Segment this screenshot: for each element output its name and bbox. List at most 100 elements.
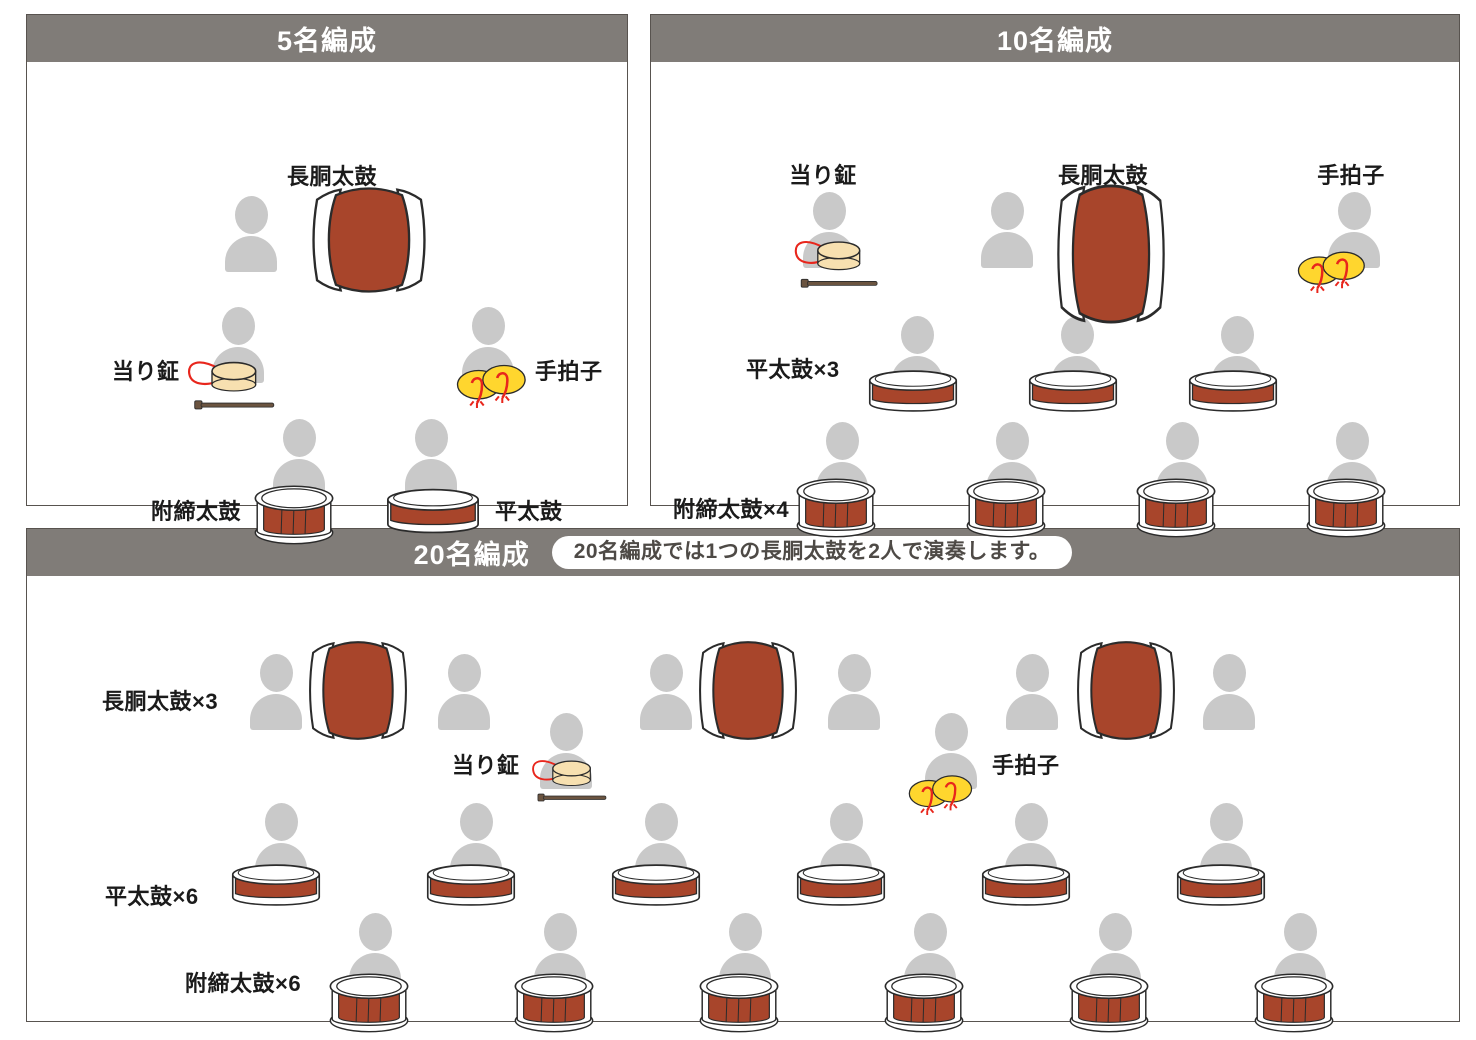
panel-header-formation-5: 5名編成 [27, 15, 627, 62]
performer-head [1098, 913, 1132, 951]
performer-head [812, 192, 846, 230]
panel-title: 10名編成 [996, 26, 1114, 56]
performer-body [225, 236, 277, 272]
label-hira-daiko: 平太鼓×3 [746, 357, 840, 382]
hira-daiko-icon [425, 859, 517, 911]
nagado-daiko-icon [307, 638, 409, 743]
performer-body [828, 694, 880, 730]
performer-head [1212, 654, 1246, 692]
label-tsukeshime-daiko: 附締太鼓×6 [185, 971, 302, 996]
atarigane-icon [789, 225, 885, 295]
performer-head [459, 803, 493, 841]
nagado-daiko-icon [1075, 638, 1177, 743]
label-atarigane: 当り鉦 [789, 163, 857, 188]
performer-figure [1006, 654, 1058, 730]
tsukeshime-daiko-icon [1063, 964, 1155, 1036]
performer-head [1283, 913, 1317, 951]
performer-figure [250, 654, 302, 730]
panel-formation-20: 20名編成 20名編成では1つの長胴太鼓を2人で演奏します。 [26, 528, 1460, 1033]
performer-head [221, 307, 255, 345]
performer-head [1220, 316, 1254, 354]
panel-header-formation-20: 20名編成 20名編成では1つの長胴太鼓を2人で演奏します。 [27, 529, 1459, 576]
performer-head [728, 913, 762, 951]
performer-head [471, 307, 505, 345]
nagado-daiko-icon [1055, 180, 1167, 328]
performer-figure [405, 419, 457, 495]
hira-daiko-icon [230, 859, 322, 911]
label-atarigane: 当り鉦 [112, 359, 180, 384]
atarigane-icon [182, 345, 282, 417]
performer-head [1015, 654, 1049, 692]
tsukeshime-daiko-icon [1130, 469, 1222, 541]
tsukeshime-daiko-icon [248, 476, 340, 548]
performer-head [1209, 803, 1243, 841]
tsukeshime-daiko-icon [323, 964, 415, 1036]
hira-daiko-icon [610, 859, 702, 911]
panel-header-formation-10: 10名編成 [651, 15, 1459, 62]
hira-daiko-icon [1175, 859, 1267, 911]
label-nagado-daiko: 長胴太鼓 [1057, 163, 1149, 188]
tsukeshime-daiko-icon [508, 964, 600, 1036]
label-tebyoshi: 手拍子 [535, 359, 603, 384]
performer-head [259, 654, 293, 692]
label-hira-daiko: 平太鼓 [495, 499, 563, 524]
performer-head [1014, 803, 1048, 841]
panel-formation-5: 5名編成 長胴太鼓当り鉦 手拍子附締太鼓 平太鼓 [26, 14, 628, 545]
performer-head [649, 654, 683, 692]
performer-figure [438, 654, 490, 730]
label-tsukeshime-daiko: 附締太鼓×4 [673, 497, 790, 522]
performer-head [934, 713, 968, 751]
label-hira-daiko: 平太鼓×6 [105, 884, 199, 909]
tebyoshi-icon [455, 358, 531, 408]
performer-body [250, 694, 302, 730]
performer-head [1165, 422, 1199, 460]
tsukeshime-daiko-icon [1248, 964, 1340, 1036]
nagado-daiko-icon [697, 638, 799, 743]
performer-figure [640, 654, 692, 730]
performer-head [264, 803, 298, 841]
performer-body [1006, 694, 1058, 730]
hira-daiko-icon [867, 365, 959, 417]
performer-body [640, 694, 692, 730]
performer-head [543, 913, 577, 951]
performer-head [1337, 192, 1371, 230]
hira-daiko-icon [385, 483, 481, 539]
tebyoshi-icon [907, 769, 977, 815]
performer-head [990, 192, 1024, 230]
performer-figure [1203, 654, 1255, 730]
panel-note-badge: 20名編成では1つの長胴太鼓を2人で演奏します。 [551, 536, 1073, 569]
performer-body [981, 232, 1033, 268]
panel-formation-10: 10名編成 [650, 14, 1460, 538]
performer-head [282, 419, 316, 457]
tsukeshime-daiko-icon [1300, 469, 1392, 541]
performer-head [995, 422, 1029, 460]
performer-head [447, 654, 481, 692]
performer-head [234, 196, 268, 234]
label-tebyoshi: 手拍子 [1317, 163, 1385, 188]
atarigane-icon [527, 746, 613, 808]
performer-head [829, 803, 863, 841]
performer-body [438, 694, 490, 730]
performer-head [644, 803, 678, 841]
hira-daiko-icon [980, 859, 1072, 911]
panel-title: 5名編成 [276, 26, 378, 56]
label-tsukeshime-daiko: 附締太鼓 [151, 499, 242, 524]
panel-body-formation-5: 長胴太鼓当り鉦 手拍子附締太鼓 平太鼓 [27, 62, 627, 545]
tebyoshi-icon [1296, 245, 1370, 293]
performer-head [358, 913, 392, 951]
label-nagado-daiko: 長胴太鼓 [286, 164, 378, 189]
nagado-daiko-icon [310, 184, 428, 296]
label-nagado-daiko: 長胴太鼓×3 [102, 689, 219, 714]
performer-head [900, 316, 934, 354]
performer-body [1203, 694, 1255, 730]
label-tebyoshi: 手拍子 [992, 753, 1060, 778]
performer-head [837, 654, 871, 692]
panel-title: 20名編成 [413, 540, 530, 570]
performer-head [825, 422, 859, 460]
performer-head [549, 713, 583, 751]
tsukeshime-daiko-icon [790, 469, 882, 541]
hira-daiko-icon [1027, 365, 1119, 417]
tsukeshime-daiko-icon [960, 469, 1052, 541]
panel-body-formation-10: 当り鉦 長胴太鼓 手拍子平太鼓×3 附締太鼓×4 [651, 62, 1459, 538]
